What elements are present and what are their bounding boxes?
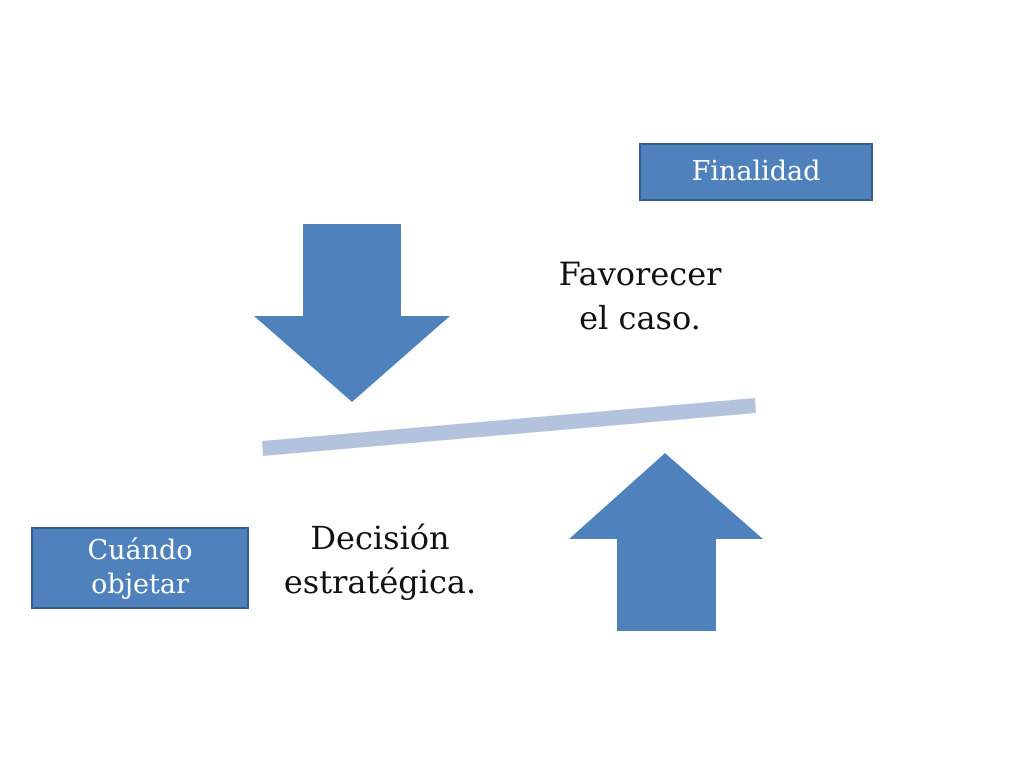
decision-line-1: Decisión [310,519,450,557]
decision-caption: Decisión estratégica. [270,516,490,604]
cuando-line-2: objetar [91,569,189,600]
decision-line-2: estratégica. [283,563,477,601]
up-arrow-icon [569,453,763,631]
cuando-line-1: Cuándo [87,535,193,566]
favorecer-line-2: el caso. [579,299,701,337]
favorecer-line-1: Favorecer [558,255,722,293]
balance-bar [262,398,756,456]
finalidad-label: Finalidad [691,156,821,187]
favorecer-caption: Favorecer el caso. [540,252,740,340]
cuando-objetar-text: Cuándo objetar [87,534,192,602]
down-arrow-icon [254,224,450,402]
finalidad-box: Finalidad [639,143,873,201]
cuando-objetar-box: Cuándo objetar [31,527,249,609]
